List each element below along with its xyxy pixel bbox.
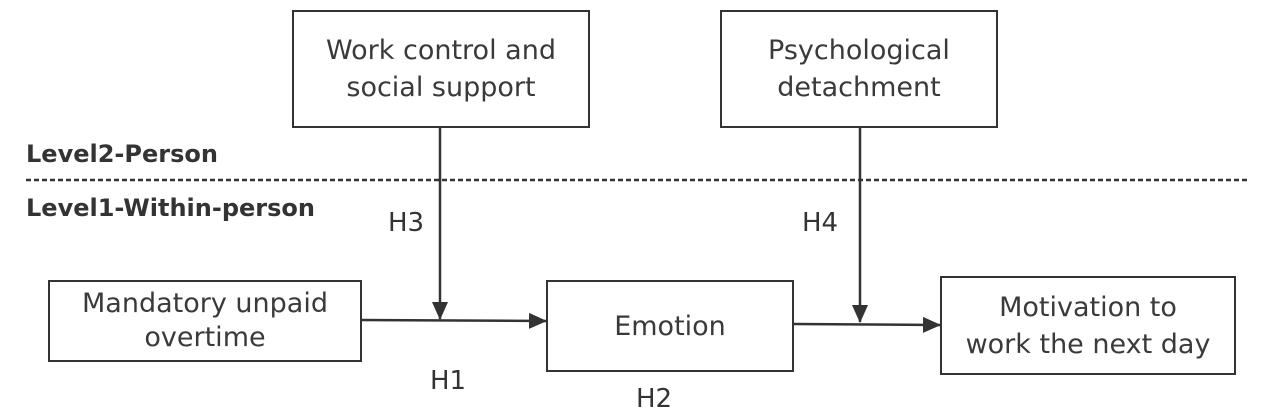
level1-label: Level1-Within-person: [26, 194, 315, 222]
motivation-line-2: work the next day: [965, 328, 1211, 360]
work-control-box: Work control and social support: [292, 10, 590, 128]
emotion-label: Emotion: [614, 310, 726, 342]
motivation-line-1: Motivation to: [999, 291, 1177, 323]
emotion-box: Emotion: [546, 280, 794, 372]
arrow-emotion-to-motivation: [793, 316, 941, 333]
psych-detachment-line-2: detachment: [777, 72, 941, 103]
hypothesis-h1-label: H1: [430, 366, 467, 396]
psych-detachment-line-1: Psychological: [768, 35, 950, 66]
hypothesis-h2-label: H2: [636, 384, 673, 414]
mandatory-overtime-box: Mandatory unpaid overtime: [48, 280, 362, 362]
level2-label: Level2-Person: [26, 140, 218, 168]
work-control-line-2: social support: [346, 72, 536, 103]
motivation-box: Motivation to work the next day: [940, 276, 1236, 375]
arrow-overtime-to-emotion: [361, 312, 547, 329]
work-control-line-1: Work control and: [326, 35, 556, 66]
mandatory-overtime-line-2: overtime: [144, 322, 266, 353]
hypothesis-h4-label: H4: [802, 208, 839, 238]
mandatory-overtime-line-1: Mandatory unpaid: [82, 288, 328, 319]
hypothesis-h3-label: H3: [388, 208, 425, 238]
psychological-detachment-box: Psychological detachment: [720, 10, 998, 128]
